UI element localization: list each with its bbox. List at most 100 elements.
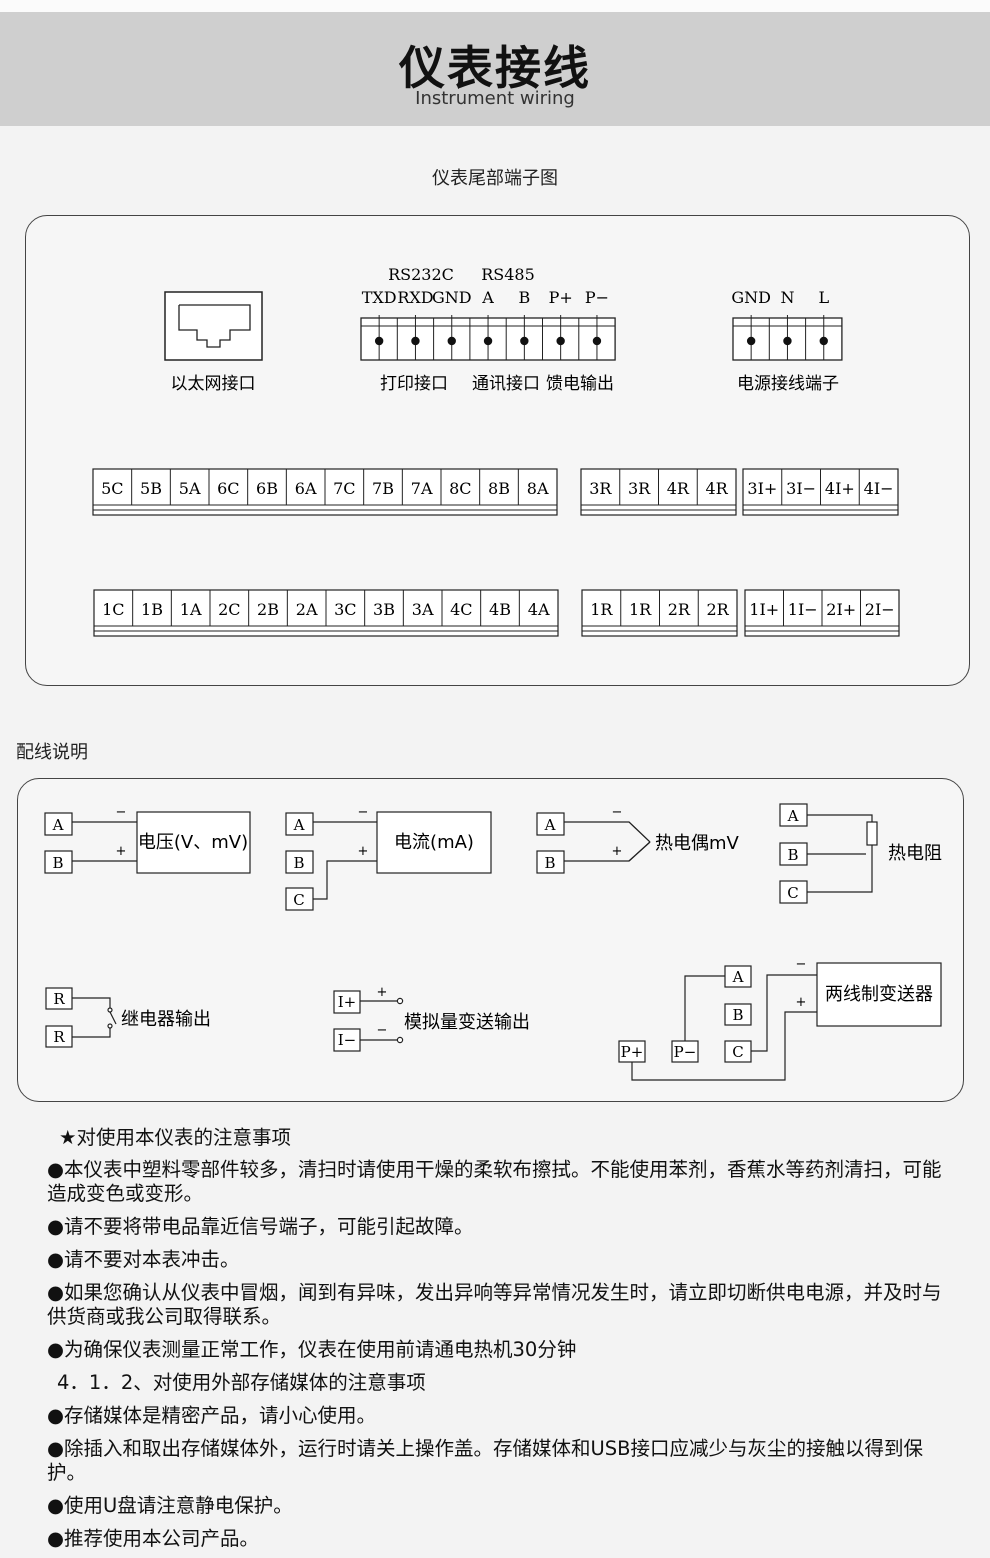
comm-pin-label: P− (585, 288, 609, 307)
thermocouple-plus: + (612, 844, 623, 859)
note-item: ●除插入和取出存储媒体外，运行时请关上操作盖。存储媒体和USB接口应减少与灰尘的… (47, 1437, 924, 1484)
note-item: ●使用U盘请注意静电保护。 (47, 1494, 293, 1517)
note-item: ●如果您确认从仪表中冒烟，闻到有异味，发出异响等异常情况发生时，请立即切断供电电… (47, 1281, 942, 1328)
comm-pin-label: A (481, 288, 494, 307)
terminal-label: 7B (372, 479, 394, 498)
two-wire-pin-b: B (732, 1006, 743, 1024)
current-plus: + (358, 844, 369, 859)
voltage-label: 电压(V、mV) (138, 832, 248, 853)
terminal-label: 4B (489, 600, 511, 619)
protocol-rs485: RS485 (481, 265, 535, 284)
comm-group-comm: 通讯接口 (472, 374, 540, 394)
terminal-label: 8C (449, 479, 471, 498)
terminal-label: 5A (179, 479, 201, 498)
terminal-label: 4A (528, 600, 550, 619)
terminal-section-title: 仪表尾部端子图 (432, 168, 558, 189)
power-pin-label: N (780, 288, 794, 307)
thermocouple-pin-b: B (544, 854, 555, 872)
terminal-label: 6B (256, 479, 278, 498)
terminal-label: 3B (373, 600, 395, 619)
page-subtitle: Instrument wiring (415, 88, 575, 109)
comm-pin-label: TXD (362, 288, 397, 307)
terminal-label: 3I− (786, 479, 816, 498)
relay-label: 继电器输出 (121, 1009, 211, 1030)
thermocouple-label: 热电偶mV (655, 833, 740, 854)
note-item: ●为确保仪表测量正常工作，仪表在使用前请通电热机30分钟 (47, 1338, 577, 1361)
comm-pin-label: P+ (549, 288, 573, 307)
comm-screw (592, 336, 602, 346)
terminal-label: 4I− (864, 479, 894, 498)
power-pin-label: GND (731, 288, 771, 307)
rtd-label: 热电阻 (888, 843, 942, 864)
terminal-label: 1C (102, 600, 124, 619)
terminal-label: 7A (411, 479, 433, 498)
analog-out-label: 模拟量变送输出 (404, 1012, 530, 1033)
notes-section: ★对使用本仪表的注意事项 ●本仪表中塑料零部件较多，清扫时请使用干燥的柔软布擦拭… (47, 1126, 947, 1551)
thermocouple-diagram: A B − + 热电偶mV (536, 805, 740, 874)
terminal-label: 2R (707, 600, 730, 619)
note-item: ●存储媒体是精密产品，请小心使用。 (47, 1404, 377, 1427)
two-wire-label: 两线制变送器 (825, 984, 933, 1005)
voltage-minus: − (116, 805, 127, 820)
terminal-label: 6C (217, 479, 239, 498)
terminal-label: 8B (488, 479, 510, 498)
terminal-label: 1B (141, 600, 163, 619)
voltage-pin-b: B (52, 854, 63, 872)
terminal-label: 2A (296, 600, 318, 619)
terminal-label: 4C (450, 600, 472, 619)
power-screw (819, 336, 828, 346)
current-diagram: A B C − + 电流(mA) (285, 805, 492, 911)
current-pin-a: A (293, 816, 305, 834)
analog-plus: + (377, 985, 388, 1000)
relay-pin-2: R (53, 1028, 65, 1046)
two-wire-feed-plus: P+ (621, 1043, 644, 1061)
rtd-pin-b: B (787, 846, 798, 864)
two-wire-diagram: A B C P+ P− 两线制变送器 − + (618, 957, 942, 1081)
terminal-label: 3R (589, 479, 612, 498)
power-screw (783, 336, 792, 346)
analog-out-diagram: I+ I− + − 模拟量变送输出 (333, 985, 530, 1052)
terminal-label: 6A (295, 479, 317, 498)
terminal-label: 8A (527, 479, 549, 498)
terminal-label: 2I− (865, 600, 895, 619)
terminal-label: 1I+ (749, 600, 779, 619)
comm-pin-label: GND (432, 288, 472, 307)
terminal-label: 5C (101, 479, 123, 498)
terminal-label: 7C (333, 479, 355, 498)
protocol-rs232c: RS232C (388, 265, 454, 284)
terminal-label: 1I− (788, 600, 818, 619)
power-label: 电源接线端子 (737, 374, 839, 394)
voltage-plus: + (116, 844, 127, 859)
terminal-label: 5B (140, 479, 162, 498)
wiring-diagram: .ln{stroke:#222;stroke-width:1.2;fill:no… (44, 803, 942, 1081)
two-wire-plus: + (796, 995, 807, 1010)
terminal-label: 2C (218, 600, 240, 619)
comm-pin-label: RXD (397, 288, 433, 307)
thermocouple-minus: − (612, 805, 623, 820)
page-title: 仪表接线 (399, 41, 591, 95)
comm-screw (447, 336, 456, 346)
terminal-row-top-group3: 3I+3I−4I+4I− (742, 468, 899, 516)
note-heading: ★对使用本仪表的注意事项 (59, 1126, 291, 1149)
comm-screw (411, 336, 420, 346)
two-wire-minus: − (796, 957, 807, 972)
comm-screw (374, 336, 384, 346)
analog-minus: − (377, 1023, 388, 1038)
rtd-pin-c: C (787, 884, 798, 902)
terminal-label: 1R (590, 600, 613, 619)
terminal-label: 4I+ (825, 479, 855, 498)
terminal-row-bottom-group3: 1I+1I−2I+2I− (744, 589, 900, 637)
rtd-diagram: A B C 热电阻 (779, 803, 942, 904)
top-strip (0, 0, 990, 12)
comm-screw (520, 336, 529, 346)
relay-pin-1: R (53, 990, 65, 1008)
thermocouple-pin-a: A (544, 816, 556, 834)
rtd-pin-a: A (787, 807, 799, 825)
ethernet-label: 以太网接口 (171, 374, 256, 394)
terminal-label: 4R (706, 479, 729, 498)
